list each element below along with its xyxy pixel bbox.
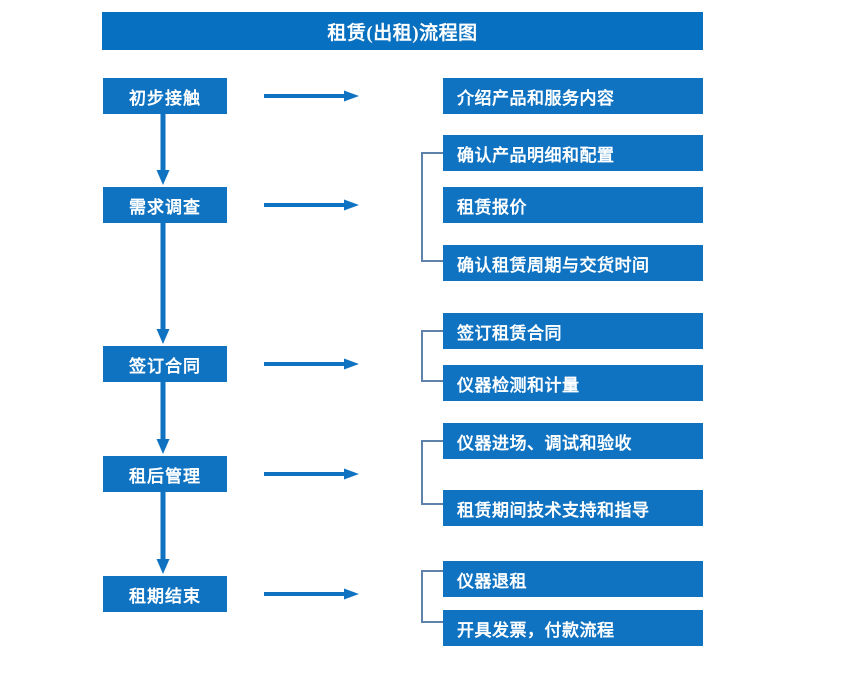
detail-box-2[interactable]: 确认产品明细和配置 (443, 135, 703, 171)
detail-group-bracket-4 (421, 440, 443, 505)
stage-to-detail-arrow-1 (264, 90, 359, 102)
stage-connector-arrow-1-2 (156, 114, 170, 185)
stage-box-5[interactable]: 租期结束 (103, 576, 227, 612)
detail-box-9[interactable]: 仪器退租 (443, 561, 703, 597)
stage-to-detail-arrow-5 (264, 588, 359, 600)
detail-box-7[interactable]: 仪器进场、调试和验收 (443, 423, 703, 459)
stage-connector-arrow-2-3 (156, 223, 170, 344)
detail-group-bracket-5 (421, 570, 443, 623)
detail-box-10[interactable]: 开具发票，付款流程 (443, 610, 703, 646)
stage-box-2[interactable]: 需求调查 (103, 187, 227, 223)
stage-connector-arrow-4-5 (156, 492, 170, 574)
page-title: 租赁(出租)流程图 (102, 12, 703, 50)
stage-connector-arrow-3-4 (156, 382, 170, 454)
stage-box-3[interactable]: 签订合同 (103, 346, 227, 382)
detail-group-bracket-3 (421, 330, 443, 382)
stage-to-detail-arrow-4 (264, 468, 359, 480)
detail-box-3[interactable]: 租赁报价 (443, 187, 703, 223)
detail-box-5[interactable]: 签订租赁合同 (443, 313, 703, 349)
detail-box-4[interactable]: 确认租赁周期与交货时间 (443, 245, 703, 281)
stage-box-1[interactable]: 初步接触 (103, 78, 227, 114)
stage-to-detail-arrow-3 (264, 358, 359, 370)
detail-group-bracket-2 (421, 152, 443, 262)
detail-box-6[interactable]: 仪器检测和计量 (443, 365, 703, 401)
stage-to-detail-arrow-2 (264, 199, 359, 211)
stage-box-4[interactable]: 租后管理 (103, 456, 227, 492)
detail-box-8[interactable]: 租赁期间技术支持和指导 (443, 490, 703, 526)
detail-box-1[interactable]: 介绍产品和服务内容 (443, 78, 703, 114)
